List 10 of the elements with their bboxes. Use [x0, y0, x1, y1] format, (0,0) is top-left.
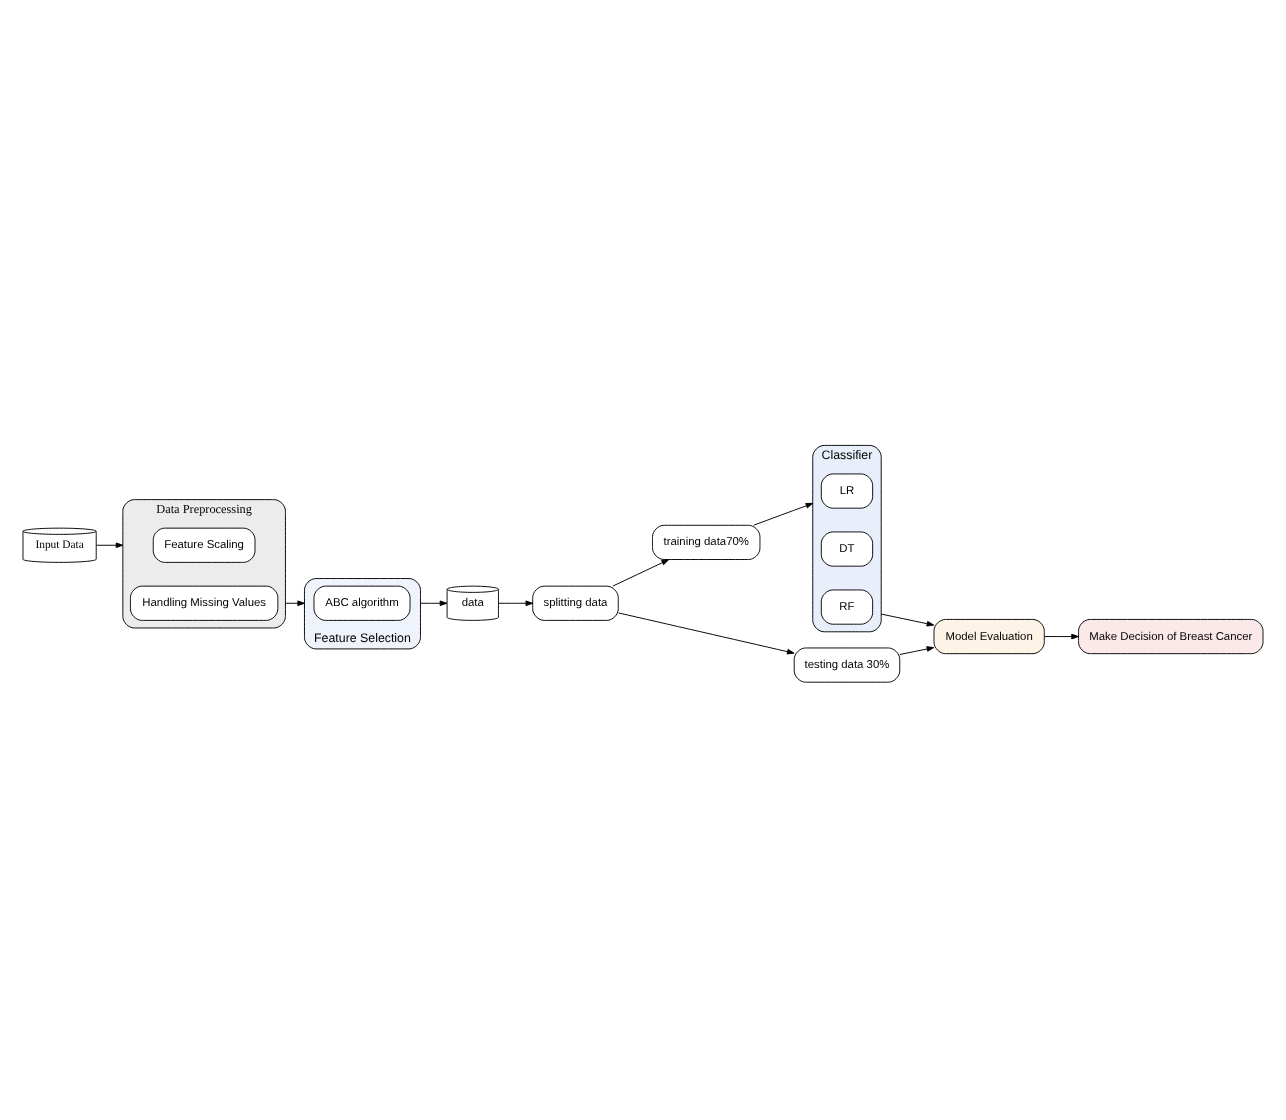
arrow	[612, 559, 670, 587]
arrow	[618, 612, 795, 655]
arrow	[284, 600, 305, 607]
arrow	[1044, 633, 1079, 640]
arrow	[96, 542, 124, 549]
arrow	[880, 613, 935, 627]
arrow	[498, 600, 534, 607]
arrow	[753, 502, 814, 526]
arrow	[899, 646, 935, 655]
arrow	[420, 600, 448, 607]
